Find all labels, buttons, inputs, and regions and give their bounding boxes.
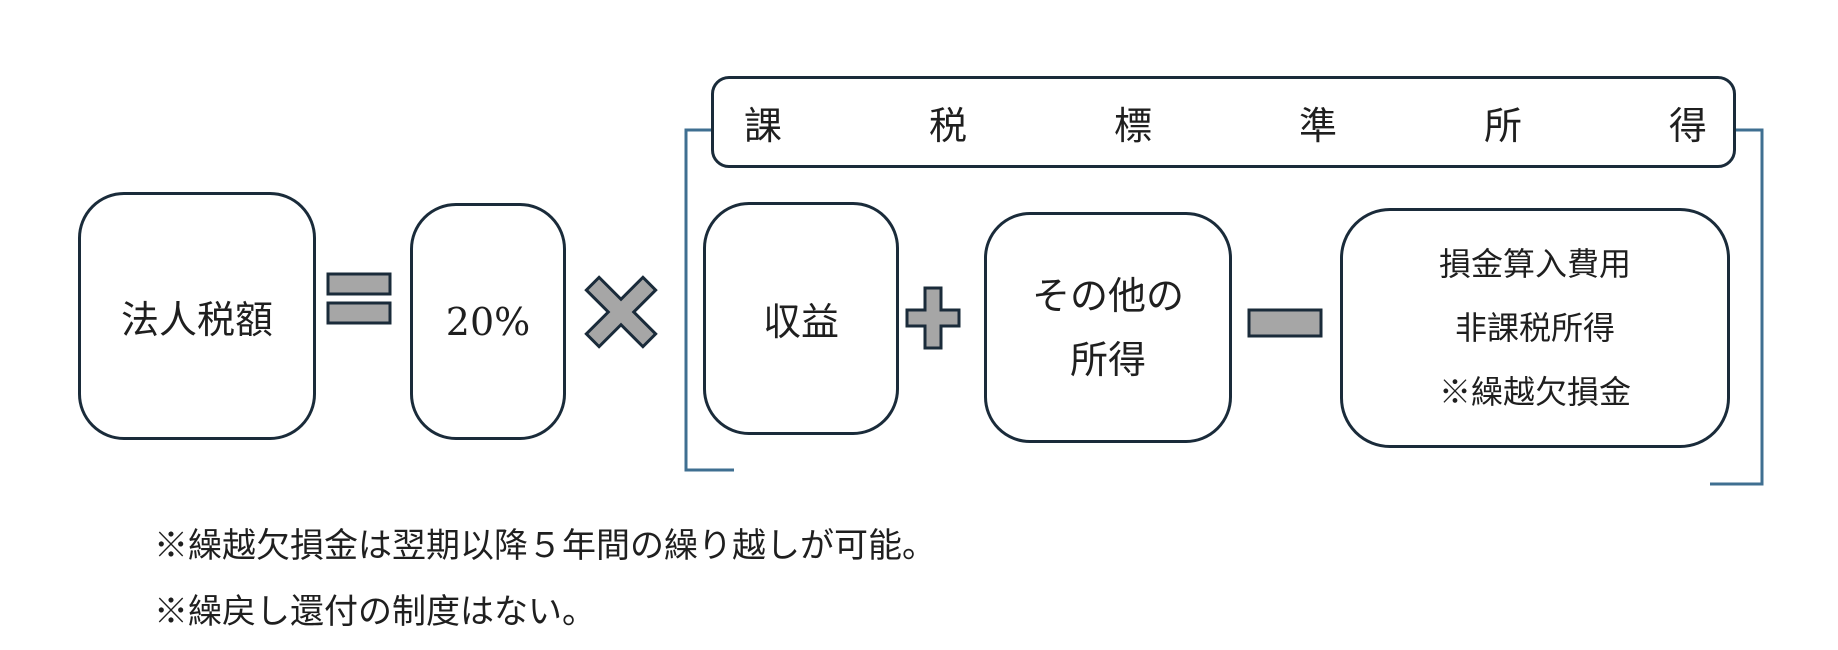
banner-char: 所 [1483,103,1522,148]
revenue-label: 収益 [762,300,839,344]
deductible-expenses-label: 損金算入費用 [1438,245,1631,283]
taxable-income-banner: 課 税 標 準 所 得 [711,76,1736,168]
deductions-box: 損金算入費用 非課税所得 ※繰越欠損金 [1340,208,1730,448]
non-taxable-income-label: 非課税所得 [1454,309,1615,347]
corporate-tax-label: 法人税額 [120,297,273,342]
banner-char: 課 [744,103,783,148]
other-income-line: 所得 [1069,337,1146,382]
other-income-line: その他の [1031,273,1184,318]
tax-rate-label: 20% [445,299,531,344]
tax-rate-box: 20% [410,203,566,440]
revenue-box: 収益 [703,202,899,435]
carryback-note: ※繰戻し還付の制度はない。 [154,592,596,632]
multiply-icon [584,275,658,349]
corporate-tax-box: 法人税額 [78,192,316,440]
carryforward-note: ※繰越欠損金は翌期以降５年間の繰り越しが可能。 [154,526,936,566]
banner-char: 得 [1668,103,1707,148]
banner-char: 準 [1298,103,1337,148]
banner-char: 標 [1113,103,1152,148]
loss-carryforward-label: ※繰越欠損金 [1438,373,1631,411]
plus-icon [905,286,961,350]
other-income-box: その他の 所得 [984,212,1232,443]
minus-icon [1247,308,1323,338]
equals-icon [326,272,392,325]
banner-char: 税 [928,103,967,148]
